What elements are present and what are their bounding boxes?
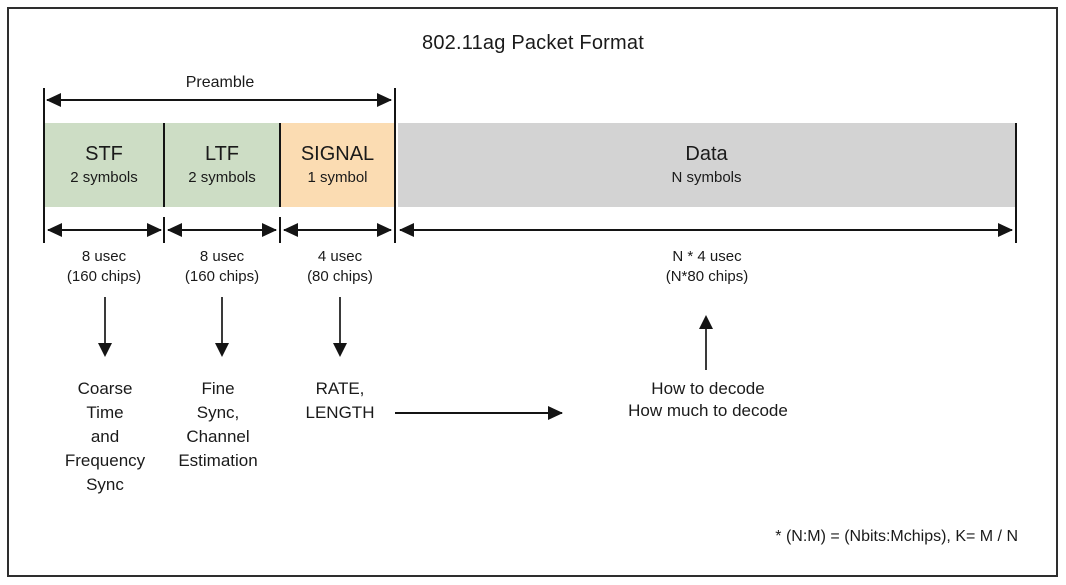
up-arrow-data	[699, 315, 713, 370]
note-data: How to decode How much to decode	[628, 379, 788, 420]
chips-ltf: (160 chips)	[184, 268, 260, 285]
preamble-span-arrow	[46, 93, 392, 107]
down-arrow-stf	[98, 297, 112, 357]
duration-stf: 8 usec	[81, 248, 127, 265]
segment-ltf-name: LTF	[204, 143, 240, 165]
duration-label-data: N * 4 usec (N*80 chips)	[607, 247, 807, 287]
down-arrow-ltf	[215, 297, 229, 357]
segment-stf-symbols: 2 symbols	[70, 169, 138, 186]
segment-data-symbols: N symbols	[671, 169, 742, 186]
preamble-label: Preamble	[185, 74, 255, 91]
duration-label-signal: 4 usec (80 chips)	[270, 247, 410, 287]
segment-signal-symbols: 1 symbol	[307, 169, 368, 186]
segment-stf-name: STF	[85, 143, 123, 165]
tick-ltf-signal	[279, 217, 281, 243]
boundary-line-right	[1015, 123, 1017, 243]
segment-data: Data N symbols	[398, 123, 1015, 207]
timing-arrow-ltf	[167, 223, 277, 237]
segment-signal-name: SIGNAL	[300, 143, 375, 165]
timing-arrow-data	[399, 223, 1013, 237]
timing-arrow-signal	[283, 223, 392, 237]
segment-ltf: LTF 2 symbols	[165, 123, 279, 207]
note-signal: RATE, LENGTH	[305, 379, 375, 422]
duration-signal: 4 usec	[317, 248, 363, 265]
chips-stf: (160 chips)	[66, 268, 142, 285]
segment-stf: STF 2 symbols	[45, 123, 163, 207]
page-title: 802.11ag Packet Format	[422, 32, 644, 54]
outer-border	[7, 7, 1058, 577]
separator-ltf-signal	[279, 123, 281, 207]
duration-data: N * 4 usec	[672, 248, 742, 265]
boundary-line-signal-data	[394, 88, 396, 243]
note-stf: Coarse Time and Frequency Sync	[64, 379, 146, 494]
timing-arrow-stf	[47, 223, 162, 237]
segment-ltf-symbols: 2 symbols	[188, 169, 256, 186]
duration-label-ltf: 8 usec (160 chips)	[152, 247, 292, 287]
boundary-line-left	[43, 88, 45, 243]
segment-signal: SIGNAL 1 symbol	[281, 123, 394, 207]
duration-label-stf: 8 usec (160 chips)	[34, 247, 174, 287]
note-ltf: Fine Sync, Channel Estimation	[178, 379, 258, 470]
segment-data-name: Data	[685, 143, 728, 165]
chips-data: (N*80 chips)	[665, 268, 749, 285]
duration-ltf: 8 usec	[199, 248, 245, 265]
down-arrow-signal	[333, 297, 347, 357]
chips-signal: (80 chips)	[307, 268, 373, 285]
separator-stf-ltf	[163, 123, 165, 207]
signal-to-data-arrow	[395, 406, 563, 420]
tick-stf-ltf	[163, 217, 165, 243]
footnote: * (N:M) = (Nbits:Mchips), K= M / N	[775, 528, 1018, 545]
